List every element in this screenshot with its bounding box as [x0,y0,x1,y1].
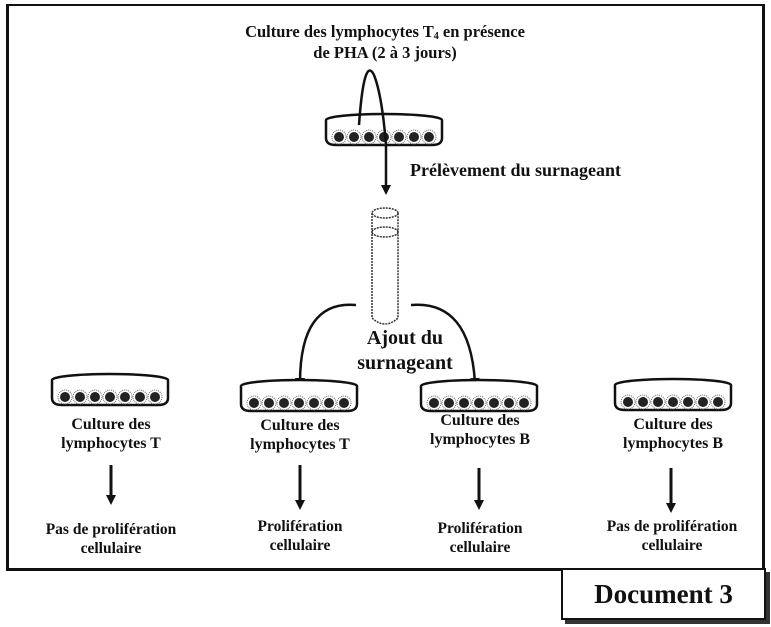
result-line1: Prolifération [437,520,523,537]
result-line1: Prolifération [257,518,343,535]
result-line1: Pas de prolifération [45,521,177,538]
culture-label-3: Culture des lymphocytes B [395,411,565,449]
culture-label-line1: Culture des [71,416,151,433]
title-line1: Culture des lymphocytes T [245,22,434,41]
result-label-2: Prolifération cellulaire [200,518,400,555]
add-arrow-left [295,303,357,388]
result-line2: cellulaire [269,536,331,554]
culture-label-4: Culture des lymphocytes B [588,415,758,453]
sampling-label: Prélèvement du surnageant [410,160,621,180]
culture-dish-3 [419,378,539,413]
add-label-line1: Ajout du [366,327,444,349]
add-label-line2: surnageant [357,352,453,374]
title-subscript: 4 [433,31,439,42]
culture-label-line1: Culture des [633,416,713,433]
result-label-4: Pas de prolifération cellulaire [572,518,771,555]
result-label-1: Pas de prolifération cellulaire [11,521,211,558]
culture-label-line2: lymphocytes T [250,436,350,454]
add-supernatant-label: Ajout du surnageant [345,326,465,376]
test-tube-icon [371,207,399,325]
add-arrow-right [410,303,480,388]
result-line2: cellulaire [449,538,511,556]
culture-label-1: Culture des lymphocytes T [26,415,196,453]
culture-dish-2 [239,378,359,413]
title-line1-end: en présence [438,22,525,41]
culture-dish-4 [613,377,733,412]
culture-label-line1: Culture des [260,417,340,434]
culture-dish-1 [50,372,170,407]
culture-label-line2: lymphocytes T [61,435,161,453]
culture-label-line1: Culture des [440,412,520,429]
culture-label-line2: lymphocytes B [623,435,723,453]
title-line2: de PHA (2 à 3 jours) [313,43,457,62]
result-label-3: Prolifération cellulaire [380,520,580,557]
sampling-arrow [357,69,391,195]
experiment-title: Culture des lymphocytes T4 en présence d… [210,22,560,63]
culture-label-line2: lymphocytes B [430,431,530,449]
culture-label-2: Culture des lymphocytes T [215,416,385,454]
result-line1: Pas de prolifération [606,518,738,535]
result-line2: cellulaire [641,536,703,554]
document-label: Document 3 [561,568,766,620]
diagram-frame [6,4,765,571]
result-line2: cellulaire [80,539,142,557]
